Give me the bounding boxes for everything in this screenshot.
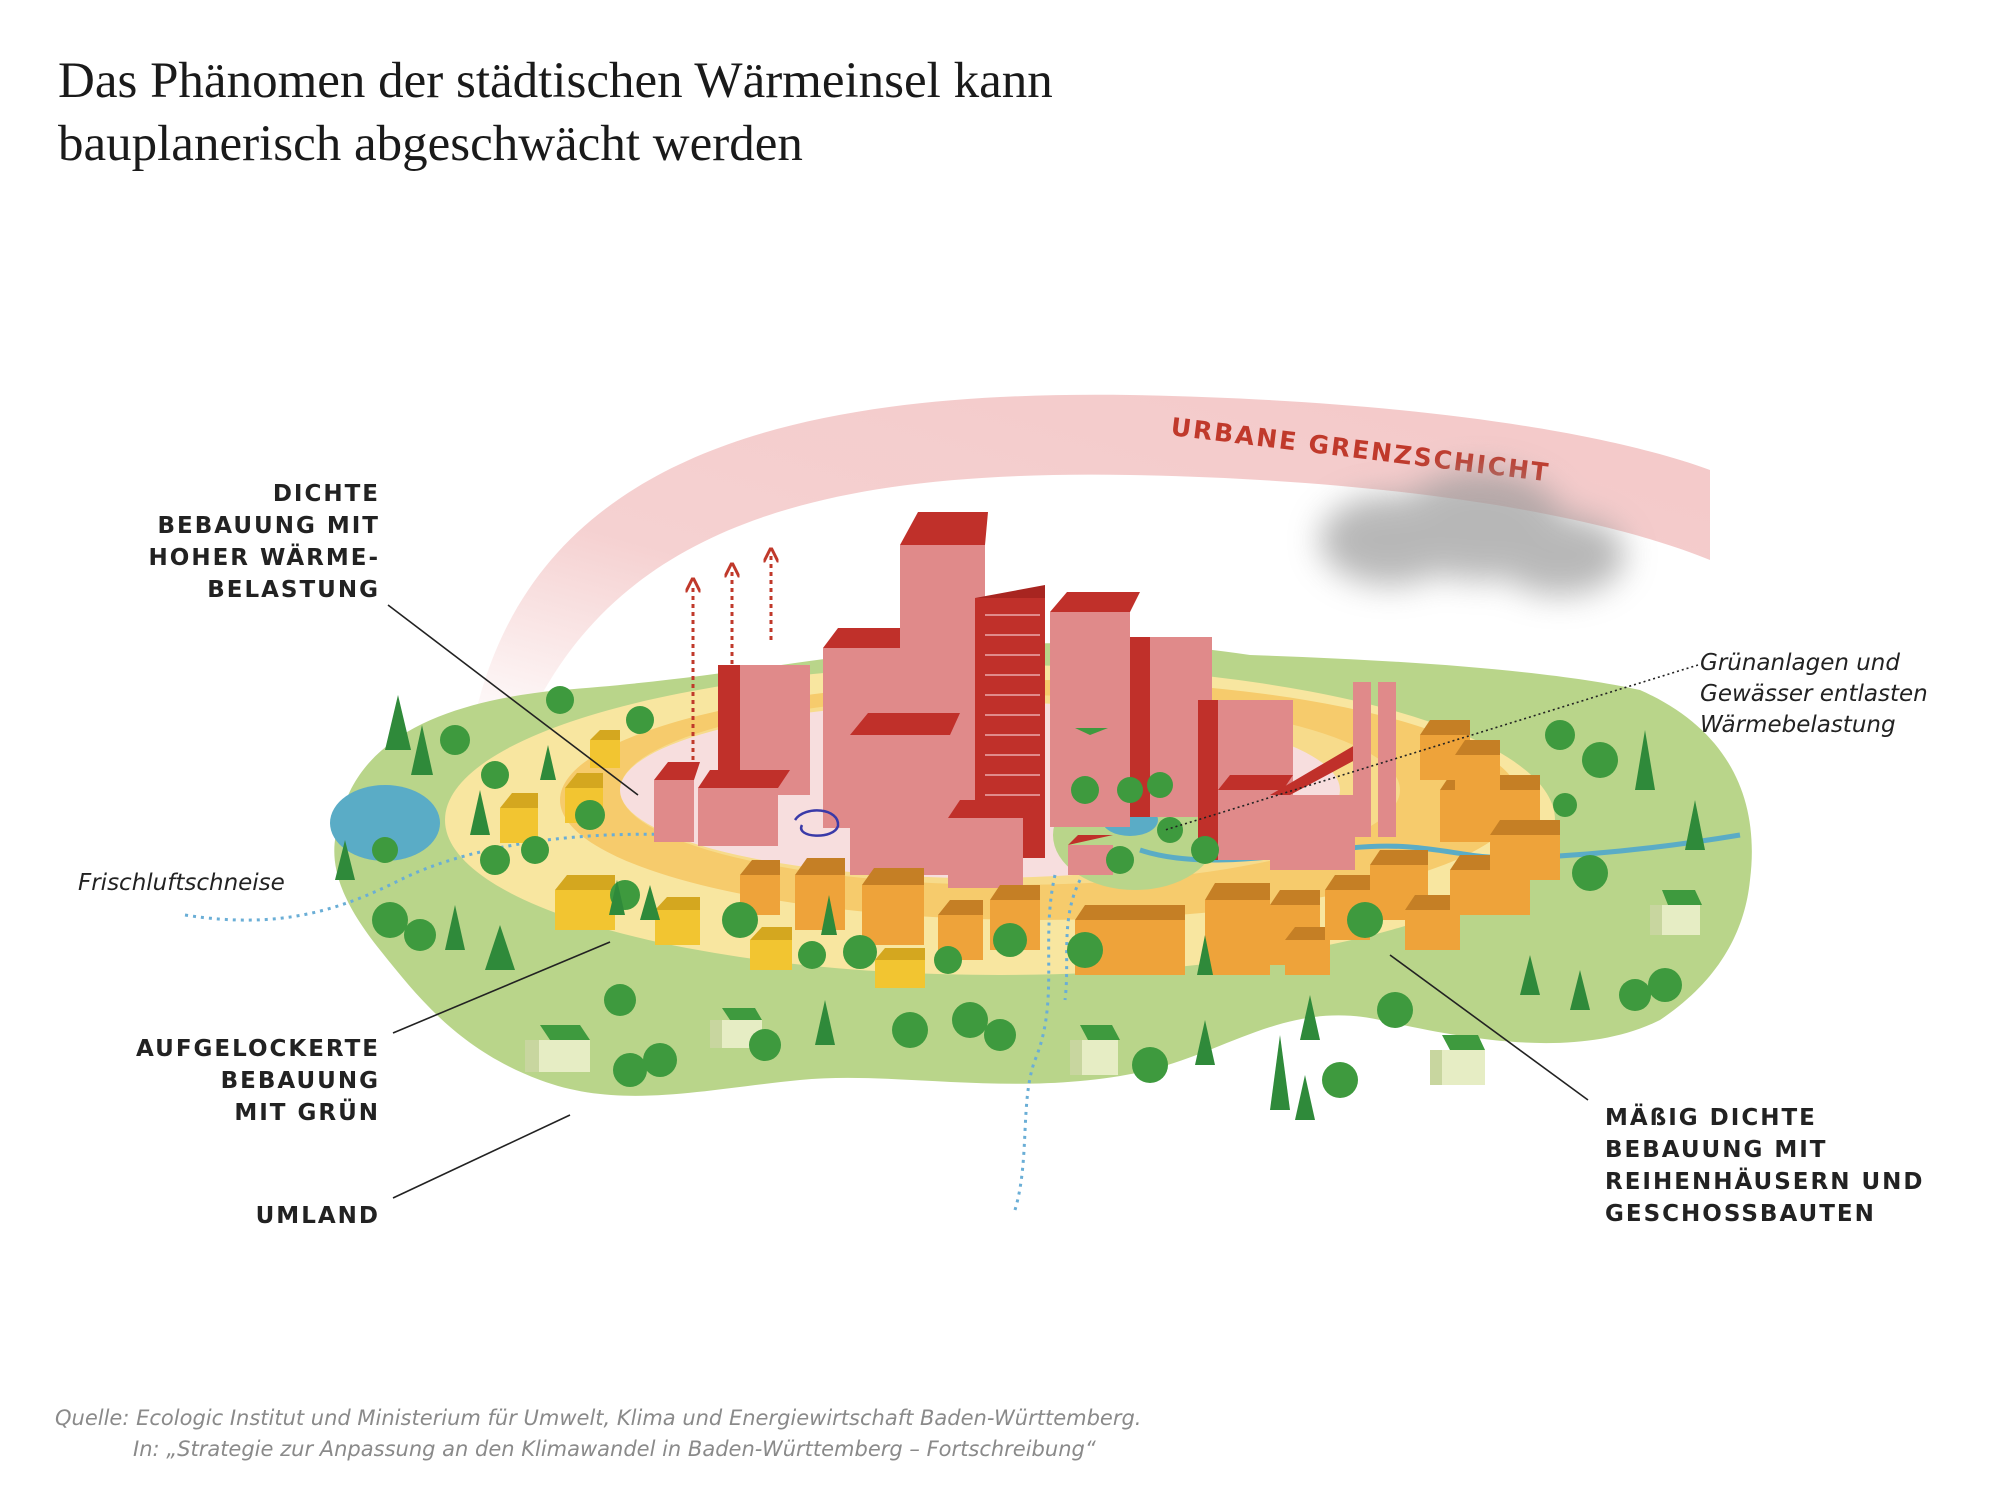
label-medium-line-4: GESCHOSSBAUTEN	[1605, 1201, 1876, 1227]
cloud	[1320, 470, 1625, 595]
label-medium-line-1: MÄßIG DICHTE	[1605, 1105, 1817, 1131]
page-title: Das Phänomen der städtischen Wärmeinsel …	[58, 50, 1358, 176]
building-7	[850, 713, 960, 875]
label-umland-text: UMLAND	[255, 1203, 380, 1229]
source-line-1: Quelle: Ecologic Institut und Ministeriu…	[55, 1406, 1142, 1430]
heat-arrows	[693, 555, 771, 760]
label-loose-line-1: AUFGELOCKERTE	[136, 1036, 380, 1062]
dense-buildings	[654, 512, 1396, 888]
conifers	[335, 695, 1705, 1120]
source-line-2: In: „Strategie zur Anpassung an den Klim…	[133, 1437, 1096, 1461]
label-dense-line-1: DICHTE	[272, 481, 380, 507]
label-green-water-line-2: Gewässer entlasten	[1700, 681, 1928, 707]
lake-left	[330, 785, 440, 861]
label-medium-building: MÄßIG DICHTE BEBAUUNG MIT REIHENHÄUSERN …	[1605, 1102, 1924, 1230]
label-green-water-line-3: Wärmebelastung	[1700, 712, 1896, 738]
label-medium-line-2: BEBAUUNG MIT	[1605, 1137, 1828, 1163]
label-dense-line-4: BELASTUNG	[207, 577, 380, 603]
label-medium-line-3: REIHENHÄUSERN UND	[1605, 1169, 1925, 1195]
label-loose-building: AUFGELOCKERTE BEBAUUNG MIT GRÜN	[136, 1033, 380, 1129]
leader-lines	[387, 604, 1589, 1199]
title-line-1: Das Phänomen der städtischen Wärmeinsel …	[58, 53, 1053, 109]
title-line-2: bauplanerisch abgeschwächt werden	[58, 116, 803, 172]
label-dense-line-3: HOHER WÄRME-	[148, 545, 380, 571]
label-green-water: Grünanlagen und Gewässer entlasten Wärme…	[1700, 648, 1928, 741]
building-16	[1068, 835, 1113, 875]
building-14	[1353, 682, 1396, 837]
building-10	[1270, 745, 1355, 870]
urban-boundary-layer	[470, 394, 1710, 740]
label-fresh-air-text: Frischluftschneise	[78, 870, 285, 896]
heat-swirl	[793, 809, 840, 837]
building-11	[948, 800, 1035, 888]
label-dense-line-2: BEBAUUNG MIT	[157, 513, 380, 539]
label-umland: UMLAND	[256, 1200, 380, 1232]
label-loose-line-2: BEBAUUNG	[220, 1068, 380, 1094]
label-loose-line-3: MIT GRÜN	[234, 1100, 380, 1126]
building-13	[654, 762, 700, 842]
label-dense-building: DICHTE BEBAUUNG MIT HOHER WÄRME- BELASTU…	[149, 478, 380, 606]
label-fresh-air-corridor: Frischluftschneise	[78, 868, 285, 899]
label-green-water-line-1: Grünanlagen und	[1700, 650, 1900, 676]
source-note: Quelle: Ecologic Institut und Ministeriu…	[55, 1403, 1141, 1465]
building-12	[698, 770, 790, 846]
